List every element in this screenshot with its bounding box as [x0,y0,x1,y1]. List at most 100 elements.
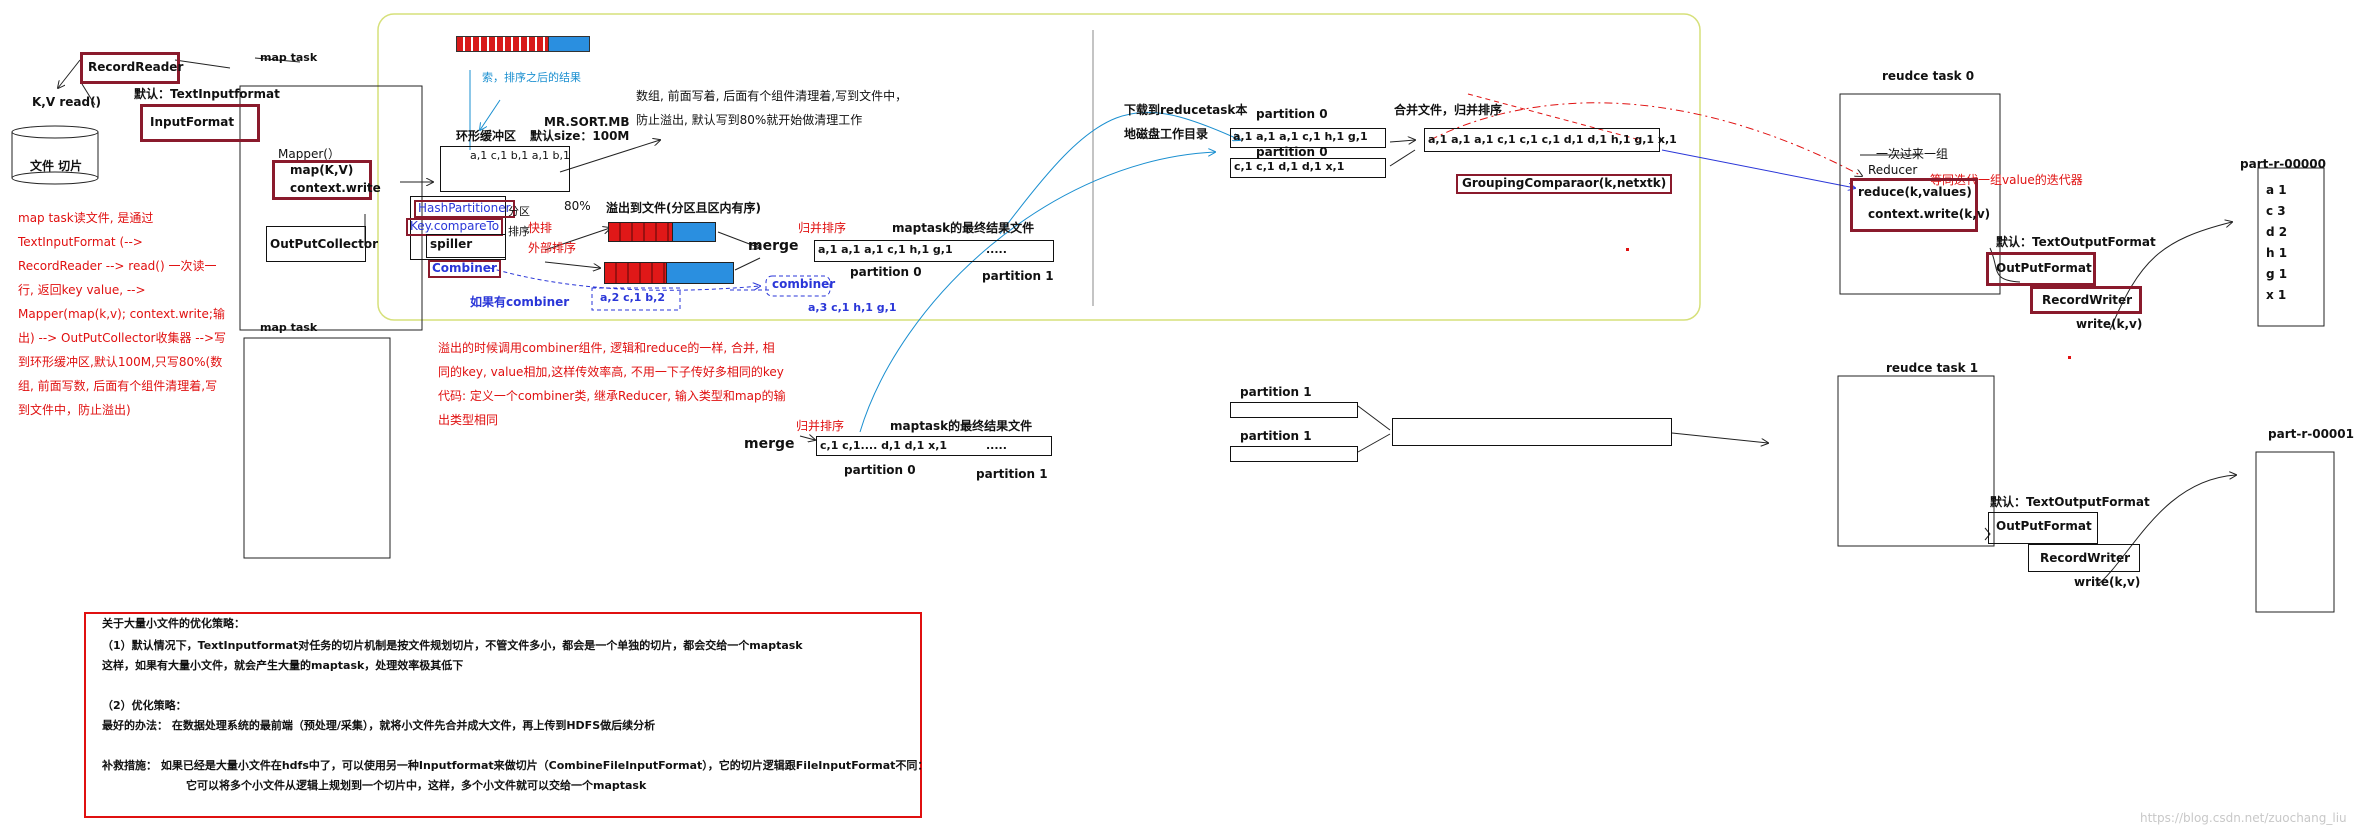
map-task-label-2: map task [260,321,318,334]
download-line-1: 下载到reducetask本 [1124,103,1248,117]
combiner-input: a,2 c,1 b,2 [600,291,665,304]
maptask2-final-box [816,436,1052,456]
r1-record-writer: RecordWriter [2040,551,2131,565]
maptask2-p0: c,1 c,1.... d,1 d,1 x,1 [820,439,948,452]
final-file-box [814,240,1054,262]
maptask2-final-label: maptask的最终结果文件 [890,419,1033,433]
maptask-note-line: TextInputFormat (--> [18,235,143,249]
maptask-note-line: 到环形缓冲区,默认100M,只写80%(数 [18,355,223,369]
part-row: d 2 [2266,225,2288,239]
rs-p0b-values: c,1 c,1 d,1 d,1 x,1 [1234,160,1345,173]
maptask-note-line: map task读文件, 是通过 [18,211,154,225]
watermark: https://blog.csdn.net/zuochang_liu [2140,811,2347,825]
input-format-box [140,104,260,142]
iterator-note: 等同迭代一组value的迭代器 [1930,173,2083,187]
small-files-line-1: （1）默认情况下，TextInputformat对任务的切片机制是按文件规划切片… [102,639,803,652]
final-file-p0: a,1 a,1 a,1 c,1 h,1 g,1 [818,243,953,256]
rs-partition-0-a: partition 0 [1256,107,1328,121]
r0-write-kv: write(k,v) [2076,317,2143,331]
combiner-note-line: 代码: 定义一个combiner类, 继承Reducer, 输入类型和map的输 [438,389,786,403]
external-sort: 外部排序 [528,241,577,255]
merge-label: merge [748,238,799,254]
maptask2-partition-1: partition 1 [976,467,1048,481]
r0-record-writer: RecordWriter [2042,293,2133,307]
maptask-note-line: RecordReader --> read() 一次读一 [18,259,217,273]
r1-record-writer-box [2028,544,2140,572]
file-split-cylinder [11,125,99,185]
maptask2-partition-0: partition 0 [844,463,916,477]
record-reader-label: RecordReader [88,60,184,74]
reduce-kv-label: reduce(k,values) [1858,185,1972,199]
map-task-label: map task [260,51,318,64]
rs-partition-0-b: partition 0 [1256,145,1328,159]
reduce-task-0-title: reudce task 0 [1882,69,1975,83]
if-combiner: 如果有combiner [470,295,570,309]
part-row: x 1 [2266,288,2287,302]
record-reader-box [80,52,180,84]
maptask-note-line: 出) --> OutPutCollector收集器 -->写 [18,331,226,345]
spiller-label: spiller [430,237,473,251]
part-row: h 1 [2266,246,2288,260]
final-file-p1: ..... [986,243,1007,256]
ring-desc-1: 数组, 前面写着, 后面有个组件清理着,写到文件中， [636,89,908,103]
pct80: 80% [564,199,591,213]
r0-output-format: OutPutFormat [1996,261,2092,275]
sort-mark: 排序 [508,225,530,238]
maptask2-merge-sort: 归并排序 [796,419,845,433]
grouping-comparator: GroupingComparaor(k,netxtk) [1456,174,1673,194]
maptask-note-line: Mapper(map(k,v); context.write;输 [18,307,225,321]
merged-box [1424,128,1660,152]
output-collector-box [266,226,366,262]
context-write-label: context.write [290,181,381,195]
part-row: g 1 [2266,267,2288,281]
part-file-0: part-r-00000 [2240,157,2326,171]
rs-p0b-box [1230,158,1386,178]
output-collector-label: OutPutCollector [270,237,378,251]
maptask-note-line: 到文件中，防止溢出) [18,403,131,417]
ring-buffer-kv: a,1 c,1 b,1 a,1 b,1 [470,149,570,162]
combiner-note-line: 出类型相同 [438,413,499,427]
reducer-box [1850,178,1978,232]
small-files-line-6: 它可以将多个小文件从逻辑上规划到一个切片中，这样，多个小文件就可以交给一个map… [186,779,647,792]
default-size: 默认size：100M [530,129,630,143]
rs-p0a-values: a,1 a,1 a,1 c,1 h,1 g,1 [1233,130,1368,143]
r1-output-format: OutPutFormat [1996,519,2092,533]
spiller-box [426,234,506,258]
final-file-label: maptask的最终结果文件 [892,221,1035,235]
small-files-line-3: （2）优化策略： [102,699,187,712]
merged-values: a,1 a,1 a,1 c,1 c,1 c,1 d,1 d,1 h,1 g,1 … [1428,133,1677,146]
small-files-title: 关于大量小文件的优化策略： [102,617,245,630]
r1-output-format-box [1988,512,2098,544]
maptask2-merge: merge [744,436,795,452]
rs-p1b-box [1230,446,1358,462]
part-row: c 3 [2266,204,2286,218]
map-kv-label: map(K,V) [290,163,354,177]
maptask-note-line: 行, 返回key value, --> [18,283,146,297]
combiner-output: a,3 c,1 h,1 g,1 [808,301,897,314]
r1-default-tof: 默认：TextOutputFormat [1990,495,2150,509]
reducer-label: Reducer [1868,163,1918,177]
hash-partitioner: HashPartitioner [414,200,515,218]
partitioner-box [410,196,506,260]
kv-read-label: K,V read() [32,95,102,109]
file-split-label: 文件 切片 [30,159,83,173]
final-partition-1: partition 1 [982,269,1054,283]
spill-file-1-blue [672,222,716,242]
rs-p1-merged-box [1392,418,1672,446]
maptask-notes: map task读文件, 是通过 TextInputFormat (--> Re… [18,206,236,422]
rs-partition-1-a: partition 1 [1240,385,1312,399]
sorted-strip-blue [548,36,590,52]
partition-mark: 分区 [508,205,530,218]
ring-buffer-box [440,146,570,192]
rs-p0a-box [1230,128,1386,148]
ring-buffer-title: 环形缓冲区 [456,129,517,143]
part-file-1: part-r-00001 [2268,427,2354,441]
quick-sort: 快排 [528,221,553,235]
r1-write-kv: write(k,v) [2074,575,2141,589]
rs-p1a-box [1230,402,1358,418]
mapper-label: Mapper(） [278,147,340,161]
small-files-line-2: 这样，如果有大量小文件，就会产生大量的maptask，处理效率极其低下 [102,659,464,672]
sorted-result-note: 索，排序之后的结果 [482,71,581,84]
combiner-note-line: 溢出的时候调用combiner组件, 逻辑和reduce的一样, 合并, 相 [438,341,775,355]
